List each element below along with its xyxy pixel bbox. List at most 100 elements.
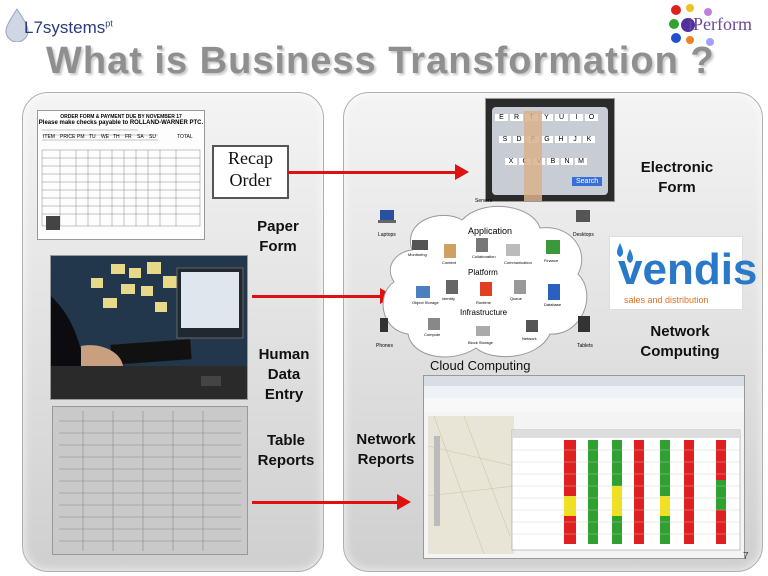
key-d[interactable]: D	[513, 136, 525, 143]
cloud-item-runtime: Runtime	[476, 300, 491, 305]
network-computing-line2: Computing	[640, 343, 720, 360]
report-screenshot-art	[424, 376, 744, 558]
recap-to-electronic-arrow	[287, 164, 469, 180]
human-line1: Human	[258, 346, 310, 363]
human-line3: Entry	[264, 386, 304, 403]
vendis-logo: vendis sales and distribution	[609, 236, 757, 310]
cloud-item-compute: Compute	[424, 332, 441, 337]
droplets-icon	[617, 243, 633, 263]
device-icons	[378, 210, 590, 332]
logo-left-sup: pt	[105, 18, 113, 29]
form-col-su: SU	[149, 134, 156, 140]
iperform-logo: iPerform	[668, 4, 768, 50]
cloud-item-finance: Finance	[544, 258, 559, 263]
cloud-platform: Platform	[468, 268, 498, 277]
network-computing-label: Network Computing	[630, 322, 730, 362]
cloud-icons	[412, 238, 560, 336]
device-servers: Servers	[475, 198, 493, 204]
page-title: What is Business Transformation ?	[46, 40, 715, 82]
form-col-total: TOTAL	[177, 134, 193, 140]
key-b[interactable]: B	[547, 158, 559, 165]
cloud-item-queue: Queue	[510, 296, 523, 301]
device-tablets: Tablets	[577, 343, 593, 349]
colored-dots-icon	[669, 4, 714, 46]
form-col-pm: PM	[77, 134, 85, 140]
key-o[interactable]: O	[585, 114, 598, 121]
table-reports-label: Table Reports	[250, 431, 322, 471]
key-s[interactable]: S	[499, 136, 511, 143]
key-j[interactable]: J	[569, 136, 581, 143]
cloud-diagram: Application Platform Infrastructure Moni…	[372, 190, 600, 370]
network-computing-line1: Network	[650, 323, 710, 340]
table-report-photo	[52, 406, 248, 555]
paper-form-image: ORDER FORM & PAYMENT DUE BY NOVEMBER 17 …	[37, 110, 205, 240]
cloud-item-database: Database	[544, 302, 562, 307]
cloud-infrastructure: Infrastructure	[460, 308, 508, 317]
key-u[interactable]: U	[555, 114, 568, 121]
data-entry-photo	[50, 255, 248, 400]
table-line2: Reports	[257, 452, 315, 469]
key-g[interactable]: G	[541, 136, 553, 143]
table-report-arrow	[252, 494, 411, 510]
electronic-line2: Form	[658, 179, 696, 196]
form-col-item: ITEM	[43, 134, 55, 140]
human-data-entry-label: Human Data Entry	[248, 345, 320, 405]
data-entry-arrow	[252, 288, 394, 304]
key-y[interactable]: Y	[540, 114, 553, 121]
network-report-screenshot	[423, 375, 745, 559]
logo-left-text: L7systems	[24, 18, 106, 37]
electronic-line1: Electronic	[640, 159, 714, 176]
paper-form-line1: Paper	[257, 218, 299, 235]
human-line2: Data	[267, 366, 301, 383]
logo-right-text: iPerform	[688, 14, 752, 34]
cloud-computing-label: Cloud Computing	[430, 358, 531, 373]
table-report-photo-art	[53, 407, 247, 554]
key-r[interactable]: R	[510, 114, 523, 121]
cloud-item-network: Network	[522, 336, 537, 341]
cloud-item-block-storage: Block Storage	[468, 340, 493, 345]
form-col-sa: SA	[137, 134, 144, 140]
device-desktops: Desktops	[573, 232, 594, 238]
cloud-item-identity: Identity	[442, 296, 455, 301]
form-col-price: PRICE	[60, 134, 76, 140]
table-line1: Table	[266, 432, 306, 449]
water-drop-icon	[5, 8, 29, 42]
device-phones: Phones	[376, 343, 393, 349]
vendis-name: vendis	[618, 245, 758, 294]
key-x[interactable]: X	[505, 158, 517, 165]
cloud-item-collaboration: Collaboration	[472, 254, 496, 259]
recap-line1: Recap	[228, 148, 273, 168]
recap-line2: Order	[229, 170, 272, 190]
vendis-tagline: sales and distribution	[624, 295, 709, 305]
form-col-tu: TU	[89, 134, 96, 140]
form-grid	[41, 129, 201, 230]
electronic-form-label: Electronic Form	[632, 158, 722, 198]
cloud-application: Application	[468, 226, 513, 236]
key-k[interactable]: K	[583, 136, 595, 143]
key-i[interactable]: I	[570, 114, 583, 121]
cloud-item-content: Content	[442, 260, 457, 265]
device-laptops: Laptops	[378, 232, 396, 238]
paper-form-line2: Form	[259, 238, 297, 255]
key-h[interactable]: H	[555, 136, 567, 143]
page-number: 7	[743, 551, 749, 562]
form-title-line2: Please make checks payable to ROLLAND-WA…	[38, 120, 204, 126]
form-col-th: TH	[113, 134, 120, 140]
recap-order-box: Recap Order	[212, 145, 289, 199]
form-col-fr: FR	[125, 134, 132, 140]
network-reports-line1: Network	[356, 431, 416, 448]
key-n[interactable]: N	[561, 158, 573, 165]
data-entry-photo-art	[51, 256, 247, 399]
cloud-item-object-storage: Object Storage	[412, 300, 439, 305]
finger-icon	[524, 111, 542, 201]
phone-keyboard-photo: ERTYUIO SDFGHJK XCVBNM Search	[485, 98, 615, 202]
l7systems-logo: L7systemspt	[4, 8, 114, 42]
search-key[interactable]: Search	[572, 177, 603, 186]
paper-form-label: Paper Form	[246, 217, 310, 257]
key-e[interactable]: E	[495, 114, 508, 121]
cloud-item-communication: Communication	[504, 260, 532, 265]
form-title-line1: ORDER FORM & PAYMENT DUE BY NOVEMBER 17	[60, 114, 182, 120]
network-reports-line2: Reports	[357, 451, 415, 468]
key-m[interactable]: M	[575, 158, 587, 165]
cloud-item-monitoring: Monitoring	[408, 252, 427, 257]
